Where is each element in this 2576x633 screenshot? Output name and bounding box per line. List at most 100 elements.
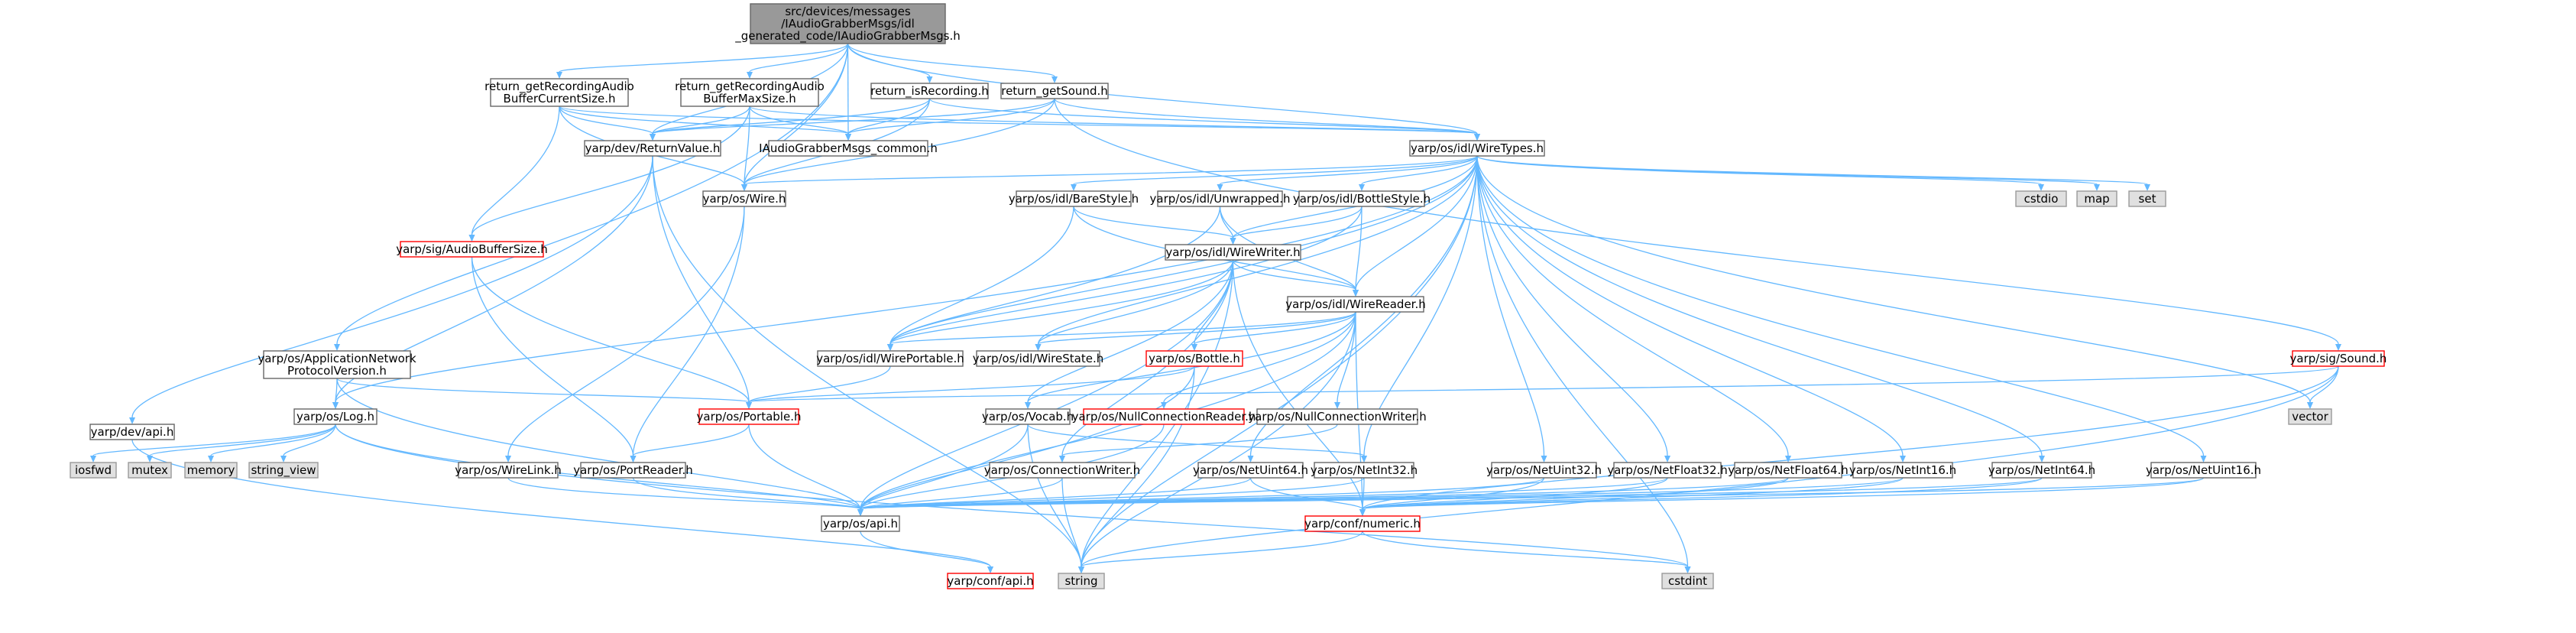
node-box <box>1197 462 1304 479</box>
edge-wirereader-bottle <box>1191 311 1356 351</box>
node-wirelink[interactable]: yarp/os/WireLink.h <box>455 462 562 479</box>
node-common[interactable]: IAudioGrabberMsgs_common.h <box>759 140 938 157</box>
edge-wiretypes-netuint32 <box>1476 155 1547 463</box>
node-label: yarp/os/NullConnectionWriter.h <box>1248 410 1426 424</box>
node-box <box>89 424 175 440</box>
node-label: yarp/conf/numeric.h <box>1304 517 1421 531</box>
node-cstdio[interactable]: cstdio <box>2015 190 2067 207</box>
node-box <box>750 3 946 44</box>
node-box <box>989 462 1136 479</box>
node-box <box>702 190 786 207</box>
node-root[interactable]: src/devices/messages/IAudioGrabberMsgs/i… <box>734 3 961 44</box>
node-isrec[interactable]: return_isRecording.h <box>870 83 989 99</box>
node-wire[interactable]: yarp/os/Wire.h <box>702 190 786 207</box>
node-box <box>458 462 559 479</box>
node-getsound[interactable]: return_getSound.h <box>1000 83 1109 99</box>
node-netint64[interactable]: yarp/os/NetInt64.h <box>1988 462 2095 479</box>
node-set[interactable]: set <box>2128 190 2166 207</box>
node-netuint32[interactable]: yarp/os/NetUint32.h <box>1486 462 1602 479</box>
node-label: yarp/os/idl/WireTypes.h <box>1411 141 1544 155</box>
node-log[interactable]: yarp/os/Log.h <box>293 408 377 425</box>
node-box <box>817 350 964 367</box>
node-iosfwd[interactable]: iosfwd <box>70 462 117 479</box>
edge-osapi-confapi <box>860 531 993 573</box>
node-map[interactable]: map <box>2076 190 2118 207</box>
node-nullreader[interactable]: yarp/os/NullConnectionReader.h <box>1072 408 1256 425</box>
node-box <box>1256 408 1418 425</box>
edge-bottlestyle-wirereader <box>1353 206 1363 297</box>
node-box <box>1314 462 1414 479</box>
node-bufcur[interactable]: return_getRecordingAudioBufferCurrentSiz… <box>484 78 634 107</box>
node-label: yarp/os/Bottle.h <box>1149 352 1240 365</box>
node-netfloat64[interactable]: yarp/os/NetFloat64.h <box>1728 462 1849 479</box>
node-string_view[interactable]: string_view <box>248 462 319 479</box>
node-osapi[interactable]: yarp/os/api.h <box>821 515 900 532</box>
node-cstdint[interactable]: cstdint <box>1661 573 1714 589</box>
edge-getsound-retval <box>650 98 1055 141</box>
node-numeric[interactable]: yarp/conf/numeric.h <box>1304 515 1421 532</box>
node-netuint64[interactable]: yarp/os/NetUint64.h <box>1193 462 1308 479</box>
node-wirewriter[interactable]: yarp/os/idl/WireWriter.h <box>1165 244 1301 261</box>
node-label: yarp/os/PortReader.h <box>573 463 693 477</box>
node-portable[interactable]: yarp/os/Portable.h <box>697 408 802 425</box>
node-netuint16[interactable]: yarp/os/NetUint16.h <box>2146 462 2261 479</box>
node-netint16[interactable]: yarp/os/NetInt16.h <box>1849 462 1956 479</box>
node-bottlestyle[interactable]: yarp/os/idl/BottleStyle.h <box>1293 190 1431 207</box>
node-label: _generated_code/IAudioGrabberMsgs.h <box>734 29 961 44</box>
node-label: BufferCurrentSize.h <box>504 92 616 106</box>
edge-log-memory <box>208 424 336 463</box>
node-mutex[interactable]: mutex <box>128 462 172 479</box>
node-box <box>1016 190 1132 207</box>
node-label: yarp/os/idl/BottleStyle.h <box>1293 192 1431 206</box>
edge-wirereader-wirestate <box>1035 311 1356 351</box>
edge-bufcur-retval <box>559 106 656 141</box>
node-label: BufferMaxSize.h <box>703 92 796 106</box>
edge-wiretypes-string <box>1078 155 1478 573</box>
node-label: yarp/os/idl/WireState.h <box>973 352 1103 365</box>
node-label: yarp/os/NetUint16.h <box>2146 463 2261 477</box>
node-box <box>128 462 172 479</box>
node-sound[interactable]: yarp/sig/Sound.h <box>2290 350 2387 367</box>
node-retval[interactable]: yarp/dev/ReturnValue.h <box>584 140 721 157</box>
edge-wiretypes-wirereader <box>1353 155 1478 297</box>
node-box <box>400 241 544 258</box>
node-netfloat32[interactable]: yarp/os/NetFloat32.h <box>1607 462 1728 479</box>
node-label: return_getSound.h <box>1001 84 1108 99</box>
node-vocab[interactable]: yarp/os/Vocab.h <box>982 408 1074 425</box>
node-label: yarp/dev/ReturnValue.h <box>585 141 721 155</box>
node-wirestate[interactable]: yarp/os/idl/WireState.h <box>973 350 1103 367</box>
edge-retval-devapi <box>129 155 653 424</box>
node-label: set <box>2139 192 2156 206</box>
node-barestyle[interactable]: yarp/os/idl/BareStyle.h <box>1009 190 1139 207</box>
node-portreader[interactable]: yarp/os/PortReader.h <box>573 462 693 479</box>
node-box <box>1298 190 1425 207</box>
node-label: map <box>2084 192 2109 206</box>
node-appnet[interactable]: yarp/os/ApplicationNetworkProtocolVersio… <box>258 350 416 379</box>
node-unwrapped[interactable]: yarp/os/idl/Unwrapped.h <box>1150 190 1291 207</box>
node-confapi[interactable]: yarp/conf/api.h <box>947 573 1034 589</box>
node-box <box>1409 140 1545 157</box>
edge-connwriter-string <box>1061 477 1084 573</box>
node-nullwriter[interactable]: yarp/os/NullConnectionWriter.h <box>1248 408 1427 425</box>
node-devapi[interactable]: yarp/dev/api.h <box>89 424 175 440</box>
node-wiretypes[interactable]: yarp/os/idl/WireTypes.h <box>1409 140 1545 157</box>
node-label: yarp/os/idl/BareStyle.h <box>1009 192 1139 206</box>
node-label: mutex <box>131 463 168 477</box>
node-wireportable[interactable]: yarp/os/idl/WirePortable.h <box>816 350 964 367</box>
node-label: yarp/os/idl/WireWriter.h <box>1165 245 1300 259</box>
node-box <box>1991 462 2092 479</box>
node-bottle[interactable]: yarp/os/Bottle.h <box>1145 350 1243 367</box>
node-wirereader[interactable]: yarp/os/idl/WireReader.h <box>1285 296 1426 313</box>
node-connwriter[interactable]: yarp/os/ConnectionWriter.h <box>984 462 1140 479</box>
node-box <box>490 78 629 107</box>
node-vector[interactable]: vector <box>2288 408 2332 425</box>
node-netint32[interactable]: yarp/os/NetInt32.h <box>1311 462 1418 479</box>
node-audiobuf[interactable]: yarp/sig/AudioBufferSize.h <box>396 241 548 258</box>
edge-wiretypes-netint16 <box>1476 155 1906 463</box>
edge-wiretypes-set <box>1476 155 2150 191</box>
node-memory[interactable]: memory <box>184 462 238 479</box>
node-label: yarp/os/ApplicationNetwork <box>258 352 416 365</box>
node-string[interactable]: string <box>1058 573 1105 589</box>
